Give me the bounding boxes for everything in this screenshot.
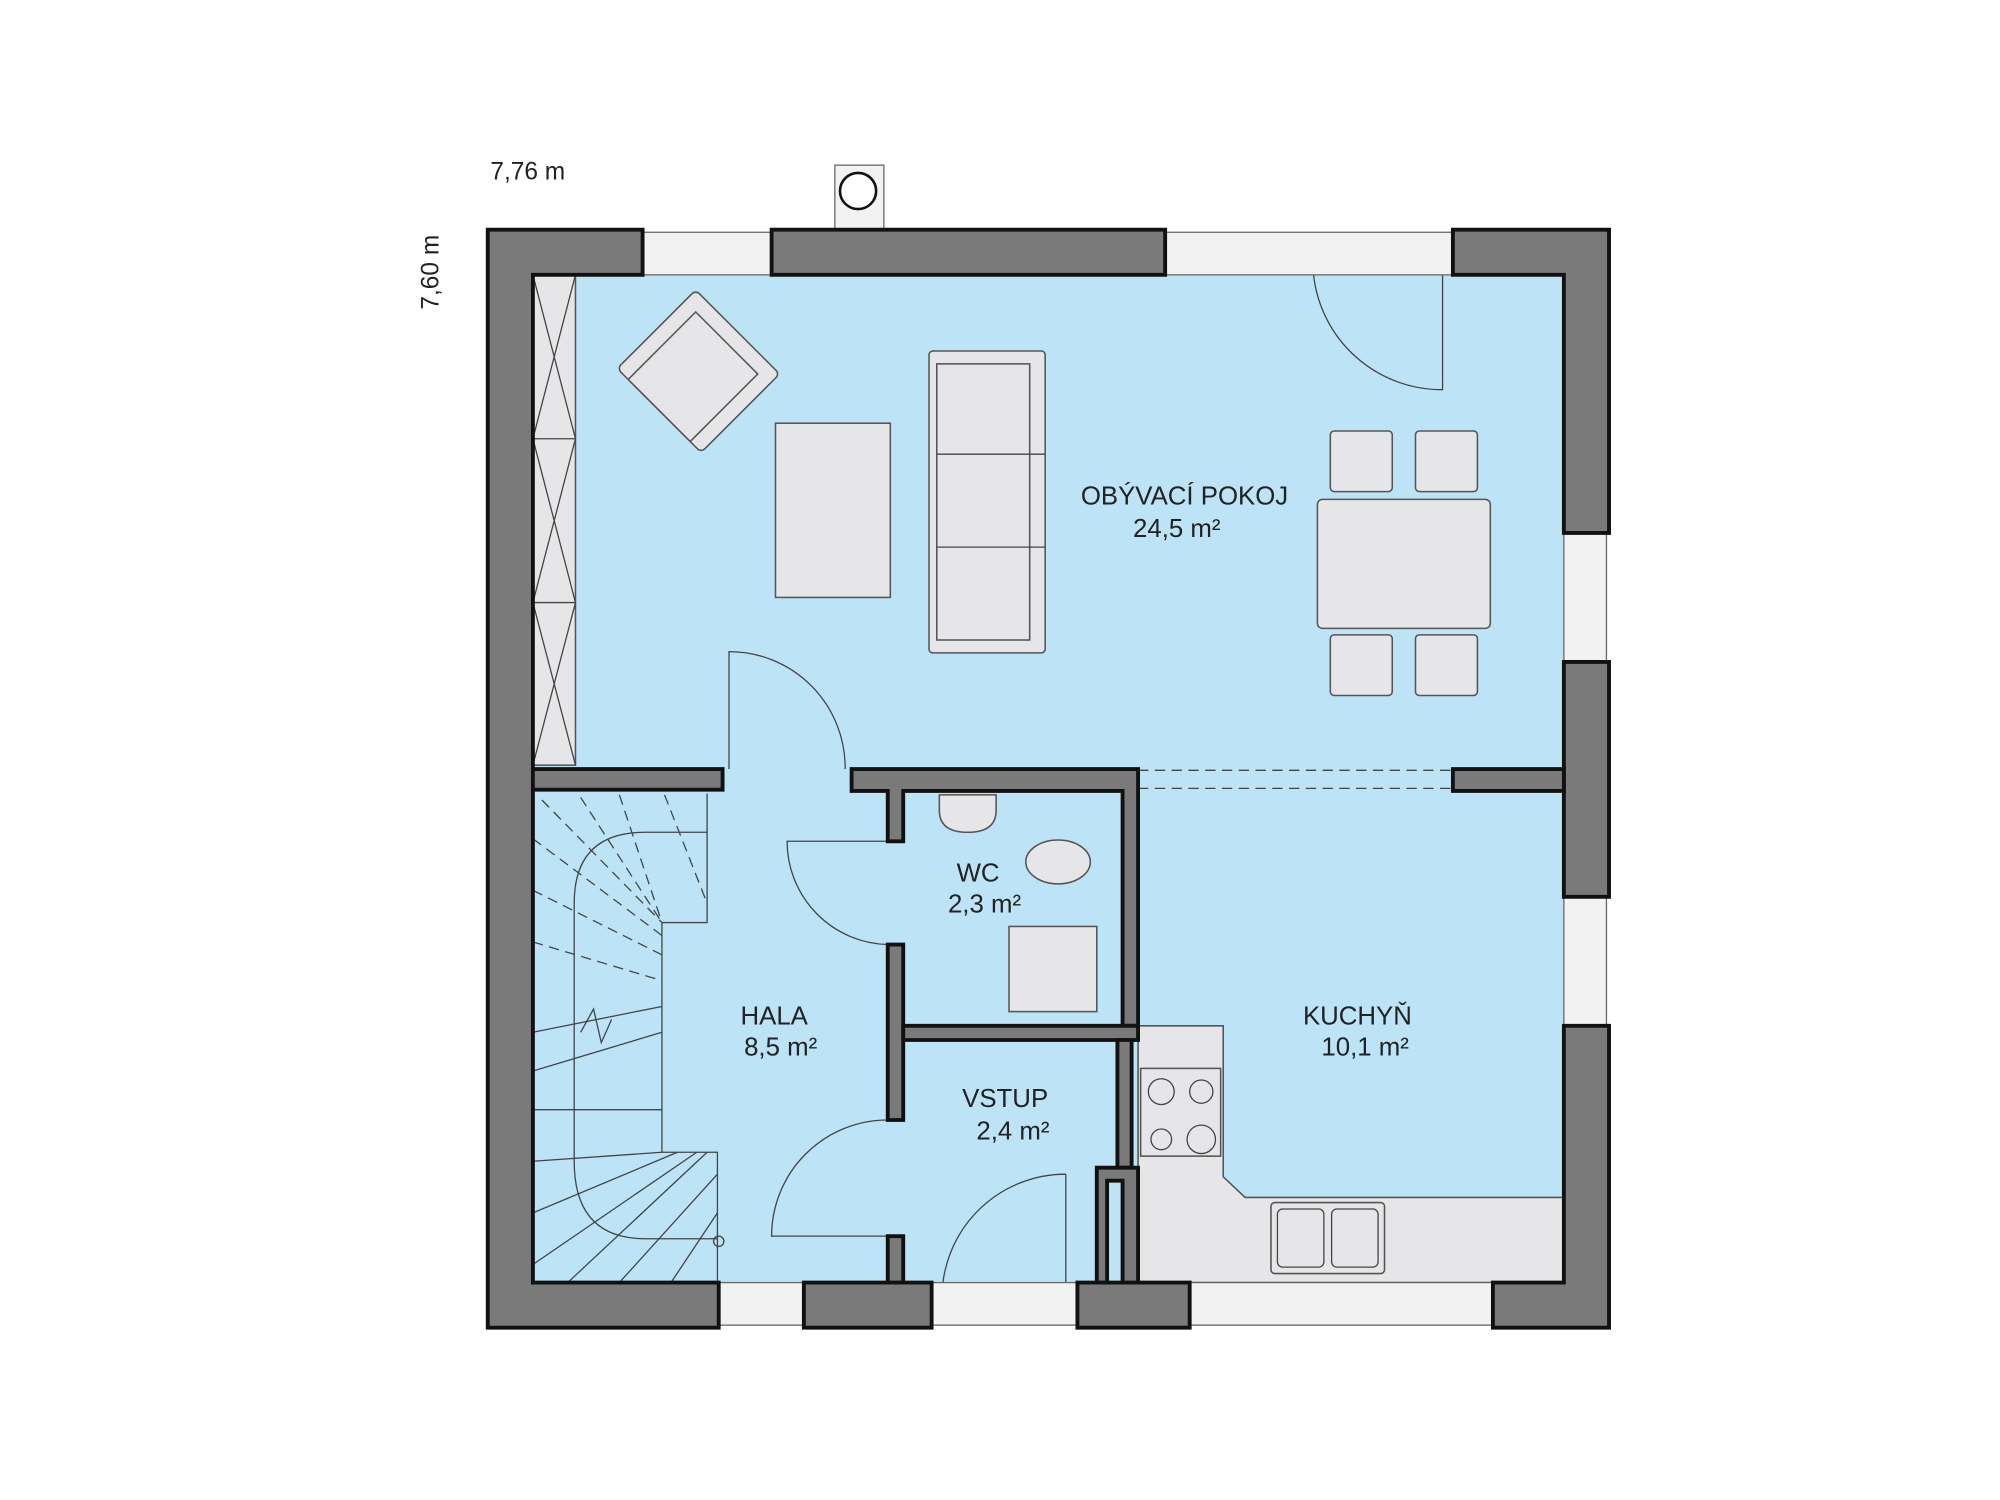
windows	[641, 231, 1608, 1326]
washbasin	[938, 794, 997, 834]
wall-shelf	[532, 274, 577, 766]
room-name-hall: HALA	[740, 1003, 808, 1031]
door-wc	[786, 840, 888, 946]
room-name-living: OBÝVACÍ POKOJ	[1081, 482, 1288, 511]
width-dimension: 7,76 m	[490, 158, 565, 185]
depth-dimension: 7,60 m	[418, 235, 445, 310]
room-area-wc: 2,3 m²	[948, 890, 1022, 918]
chimney	[834, 164, 885, 231]
room-area-kitchen: 10,1 m²	[1321, 1033, 1409, 1061]
toilet	[1025, 839, 1092, 885]
room-name-wc: WC	[957, 859, 1000, 887]
door-entrance	[941, 1173, 1067, 1299]
dining-set	[1316, 430, 1492, 697]
staircase	[532, 793, 725, 1284]
room-name-entrance: VSTUP	[962, 1085, 1048, 1113]
coffee-table	[774, 422, 892, 599]
walls	[485, 227, 1611, 1330]
room-area-hall: 8,5 m²	[744, 1033, 818, 1061]
door-hall	[770, 1119, 888, 1237]
cooktop	[1139, 1067, 1222, 1157]
room-name-kitchen: KUCHYŇ	[1303, 1002, 1412, 1031]
door-living	[728, 650, 846, 770]
cabinet	[1008, 925, 1098, 1013]
door-terrace	[1312, 274, 1444, 391]
opening-kitchen	[1138, 769, 1453, 790]
sofa	[928, 350, 1046, 654]
room-area-living: 24,5 m²	[1133, 515, 1221, 543]
room-area-entrance: 2,4 m²	[976, 1117, 1050, 1145]
armchair	[618, 291, 779, 452]
sink	[1270, 1201, 1386, 1275]
